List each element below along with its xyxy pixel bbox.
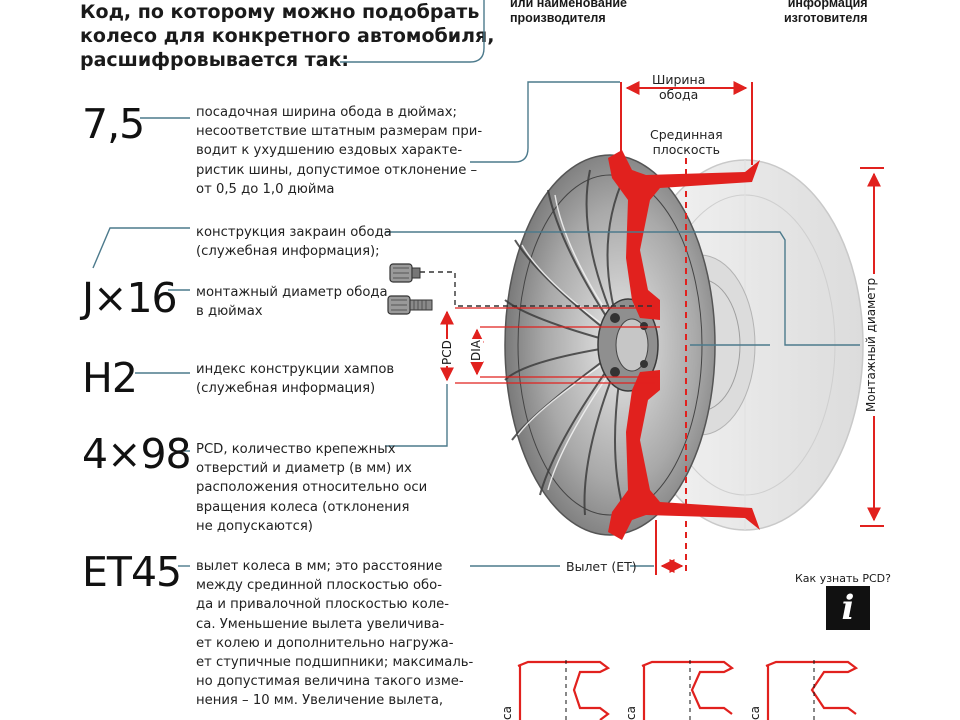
leader-j xyxy=(92,227,190,269)
label-line: плоскость xyxy=(652,142,721,157)
offset-variants xyxy=(517,660,859,720)
desc-line: водит к ухудшению ездовых характе- xyxy=(196,143,463,159)
info-icon[interactable]: i xyxy=(826,586,870,630)
manufacturer-name-label: или наименование производителя xyxy=(510,0,627,26)
desc-line: не допускаются) xyxy=(196,518,313,534)
headline-leader xyxy=(340,0,485,63)
desc-line: от 0,5 до 1,0 дюйма xyxy=(196,181,335,197)
wheel-face xyxy=(504,154,716,536)
top-label-line: информация xyxy=(787,0,868,10)
variant-label: са xyxy=(500,706,514,720)
dia-label: DIA xyxy=(469,339,483,362)
code-offset: ET45 xyxy=(82,548,182,596)
top-label-line: производителя xyxy=(510,11,606,25)
code-diameter: J×16 xyxy=(82,274,178,322)
lug-bolt-icon xyxy=(387,295,433,315)
desc-pcd: PCD, количество крепежных отверстий и ди… xyxy=(196,440,427,536)
variant-label: са xyxy=(624,706,638,720)
top-label-line: или наименование xyxy=(510,0,628,10)
offset-variant-dashes xyxy=(565,660,815,720)
headline: Код, по которому можно подобрать колесо … xyxy=(80,0,500,72)
headline-line: расшифровывается так: xyxy=(80,49,350,71)
desc-line: (служебная информация); xyxy=(196,244,380,260)
desc-line: вылет колеса в мм; это расстояние xyxy=(196,559,443,574)
leader-pcd xyxy=(385,384,448,447)
desc-offset: вылет колеса в мм; это расстояние между … xyxy=(196,557,473,711)
label-line: Срединная xyxy=(650,127,723,142)
code-pcd: 4×98 xyxy=(82,430,192,478)
headline-line: колесо для конкретного автомобиля, xyxy=(80,25,495,47)
rim-width-label: Ширина обода xyxy=(652,72,705,102)
desc-line: нения – 10 мм. Увеличение вылета, xyxy=(196,693,444,709)
variant-label: са xyxy=(748,706,762,720)
leader-width xyxy=(470,81,620,163)
desc-line: да и привалочной плоскостью коле- xyxy=(196,597,450,613)
desc-flange: конструкция закраин обода (служебная инф… xyxy=(196,223,392,261)
desc-hump: индекс конструкции хампов (служебная инф… xyxy=(196,360,394,398)
top-label-line: изготовителя xyxy=(784,11,868,25)
desc-line: расположения относительно оси xyxy=(196,480,428,496)
label-line: обода xyxy=(659,87,699,102)
desc-line: PCD, количество крепежных xyxy=(196,442,396,457)
desc-line: вращения колеса (отклонения xyxy=(196,499,410,515)
how-pcd-label: Как узнать PCD? xyxy=(795,572,891,585)
desc-line: отверстий и диаметр (в мм) их xyxy=(196,461,412,477)
mount-diameter-label: Монтажный диаметр xyxy=(864,273,878,416)
desc-line: посадочная ширина обода в дюймах; xyxy=(196,105,457,120)
offset-label: Вылет (ET) xyxy=(566,559,637,574)
label-line: Ширина xyxy=(652,72,706,87)
desc-line: ет ступичные подшипники; максималь- xyxy=(196,655,474,671)
desc-line: конструкция закраин обода xyxy=(196,225,392,240)
lug-bolt-icon xyxy=(389,263,421,283)
desc-line: (служебная информация) xyxy=(196,381,376,397)
rim-profile xyxy=(608,150,760,540)
desc-line: но допустимая величина такого изме- xyxy=(196,674,464,690)
code-rim-width: 7,5 xyxy=(82,100,145,148)
desc-rim-width: посадочная ширина обода в дюймах; несоот… xyxy=(196,103,482,199)
center-plane-label: Срединная плоскость xyxy=(650,127,723,157)
manufacturer-info-label: информация изготовителя xyxy=(784,0,868,26)
desc-line: са. Уменьшение вылета увеличива- xyxy=(196,616,445,632)
desc-line: индекс конструкции хампов xyxy=(196,362,395,377)
desc-line: монтажный диаметр обода xyxy=(196,285,388,300)
pcd-label: PCD xyxy=(440,339,454,366)
desc-line: в дюймах xyxy=(196,304,263,320)
leader-flange xyxy=(385,231,860,346)
desc-line: ристик шины, допустимое отклонение – xyxy=(196,162,478,178)
desc-line: между срединной плоскостью обо- xyxy=(196,578,442,594)
desc-line: ет колею и дополнительно нагружа- xyxy=(196,635,454,651)
desc-line: несоответствие штатным размерам при- xyxy=(196,124,483,140)
code-hump: H2 xyxy=(82,354,138,402)
headline-line: Код, по которому можно подобрать xyxy=(80,1,480,23)
desc-diameter: монтажный диаметр обода в дюймах xyxy=(196,283,388,321)
